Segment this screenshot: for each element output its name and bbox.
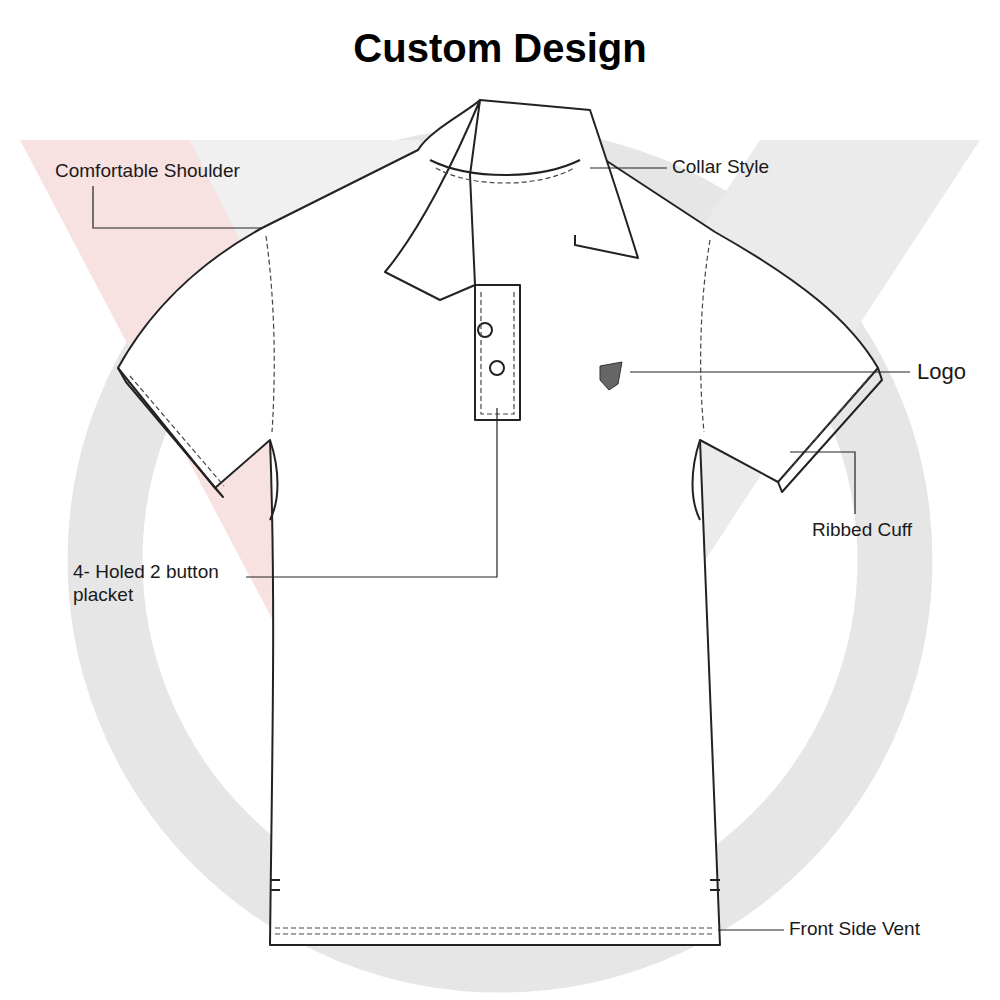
diagram-title: Custom Design: [0, 24, 1000, 72]
leader-line: [790, 452, 855, 514]
leader-line: [718, 929, 784, 930]
leader-line: [630, 371, 910, 372]
part-label: Comfortable Shoulder: [55, 160, 240, 183]
neck-band: [430, 160, 580, 175]
hem-stitch: [275, 928, 715, 934]
part-label: Collar Style: [672, 156, 769, 179]
stitch: [784, 376, 870, 476]
part-label: 4- Holed 2 button placket: [73, 561, 243, 607]
shirt-body: [118, 150, 878, 945]
right-cuff: [778, 368, 882, 492]
collar-left: [385, 100, 480, 300]
leader-line: [246, 408, 497, 577]
leader-line: [590, 167, 667, 168]
leader-line: [93, 186, 262, 228]
button: [490, 361, 504, 375]
part-label: Logo: [917, 359, 966, 385]
armhole-fold: [270, 440, 700, 520]
stitch: [481, 292, 514, 414]
part-label: Ribbed Cuff: [812, 519, 912, 542]
left-cuff: [118, 368, 223, 497]
stitch: [130, 376, 224, 486]
button: [478, 323, 492, 337]
part-label: Front Side Vent: [789, 918, 920, 941]
side-vent: [270, 880, 720, 890]
logo-mark: [600, 362, 622, 390]
stitch: [436, 168, 574, 183]
stitch: [266, 236, 274, 432]
placket: [475, 285, 520, 420]
stitch: [701, 240, 710, 432]
leader-lines: [93, 168, 910, 930]
